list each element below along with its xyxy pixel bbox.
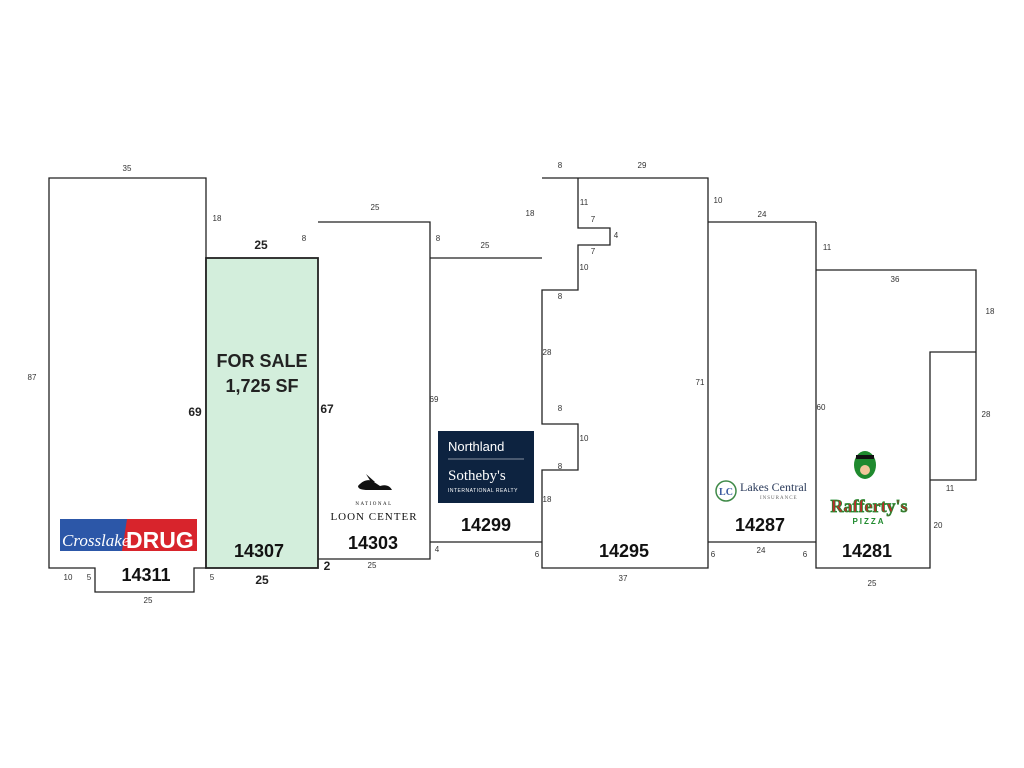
dimension-label: 25 [868,579,877,588]
dimension-label: 25 [254,238,268,252]
address-14311: 14311 [121,565,170,585]
dimension-label: 4 [614,231,619,240]
dimension-label: 25 [368,561,377,570]
dimension-label: 6 [711,550,716,559]
dimension-label: 8 [302,234,307,243]
dimension-label: 8 [558,462,563,471]
raffertys-logo-name: Rafferty's [831,496,908,516]
dimension-label: 5 [210,573,215,582]
dimension-label: 7 [591,247,596,256]
dimension-label: 10 [714,196,723,205]
unit-outline-14295 [541,177,709,569]
lakes-central-logo-name: Lakes Central [740,480,808,494]
for-sale-unit-14307[interactable] [205,257,319,569]
dimension-label: 18 [213,214,222,223]
dimension-label: 2 [324,559,331,573]
unit-outline-14303 [318,221,431,560]
sothebys-logo-tagline: INTERNATIONAL REALTY [448,488,518,494]
dimension-label: 8 [558,404,563,413]
sothebys-logo-sothebys: Sotheby's [448,468,506,484]
dimension-label: 10 [64,573,73,582]
lakes-central-logo-insurance: INSURANCE [760,496,798,501]
dimension-label: 36 [891,275,900,284]
raffertys-logo-pizza: PIZZA [852,517,885,526]
northland-sothebys-logo: Northland Sotheby's INTERNATIONAL REALTY [438,431,534,503]
loon-center-logo-name: LOON CENTER [330,511,417,523]
dimension-label: 6 [535,550,540,559]
dimension-label: 4 [435,545,440,554]
leprechaun-icon [856,455,874,459]
loon-center-logo-national: NATIONAL [355,502,392,507]
dimension-label: 25 [255,573,269,587]
dimension-label: 8 [558,161,563,170]
dimension-label: 11 [946,484,955,493]
dimension-label: 18 [526,209,535,218]
dimension-label: 60 [817,403,826,412]
dimension-label: 24 [757,546,766,555]
address-14307: 14307 [234,541,284,561]
dimension-label: 7 [591,215,596,224]
unit-outline-14281 [815,222,977,569]
dimension-label: 11 [580,198,589,207]
dimension-label: 29 [638,161,647,170]
dimension-label: 18 [986,307,995,316]
crosslake-drug-logo-drug-text: DRUG [126,527,194,553]
dimension-label: 6 [803,550,808,559]
dimension-label: 11 [823,243,832,252]
unit-outline-14299 [430,257,542,543]
address-14287: 14287 [735,515,785,535]
dimension-label: 5 [87,573,92,582]
dimension-label: 10 [580,434,589,443]
leprechaun-icon [860,465,870,475]
dimension-label: 87 [28,373,37,382]
address-14295: 14295 [599,541,649,561]
sothebys-logo-northland: Northland [448,439,504,454]
for-sale-area: 1,725 SF [225,376,298,396]
dimension-label: 69 [188,405,202,419]
dimension-label: 25 [144,596,153,605]
dimension-label: 24 [758,210,767,219]
dimension-label: 28 [543,348,552,357]
building-outlines [48,177,977,593]
dimension-label: 20 [934,521,943,530]
dimension-label: 67 [320,402,334,416]
crosslake-drug-logo-red-band [122,519,197,551]
loon-icon [366,474,375,482]
unit-outline-14287 [708,221,816,543]
raffertys-pizza-logo: Rafferty's PIZZA [830,451,908,526]
dimension-label: 18 [543,495,552,504]
national-loon-center-logo: NATIONAL LOON CENTER [330,474,417,523]
dimension-label: 69 [430,395,439,404]
address-14299: 14299 [461,515,511,535]
lakes-central-logo: LC Lakes Central INSURANCE [715,480,808,502]
lakes-central-logo-monogram: LC [719,487,733,498]
address-14303: 14303 [348,533,398,553]
dimension-labels: 35 87 18 69 10 5 5 25 25 8 67 25 2 25 8 … [28,161,995,605]
lakes-central-logo-ring [715,480,737,502]
dimension-label: 25 [371,203,380,212]
dimension-label: 37 [619,574,628,583]
dimension-label: 35 [123,164,132,173]
dimension-label: 25 [481,241,490,250]
dimension-label: 8 [436,234,441,243]
loon-icon [358,480,392,490]
crosslake-drug-logo-text: Crosslake [62,531,130,550]
dimension-label: 28 [982,410,991,419]
dimension-label: 71 [696,378,705,387]
dimension-label: 10 [580,263,589,272]
dimension-label: 8 [558,292,563,301]
crosslake-drug-logo: Crosslake DRUG [60,519,197,553]
address-14281: 14281 [842,541,892,561]
sothebys-logo-background [438,431,534,503]
for-sale-label: FOR SALE [216,351,307,371]
